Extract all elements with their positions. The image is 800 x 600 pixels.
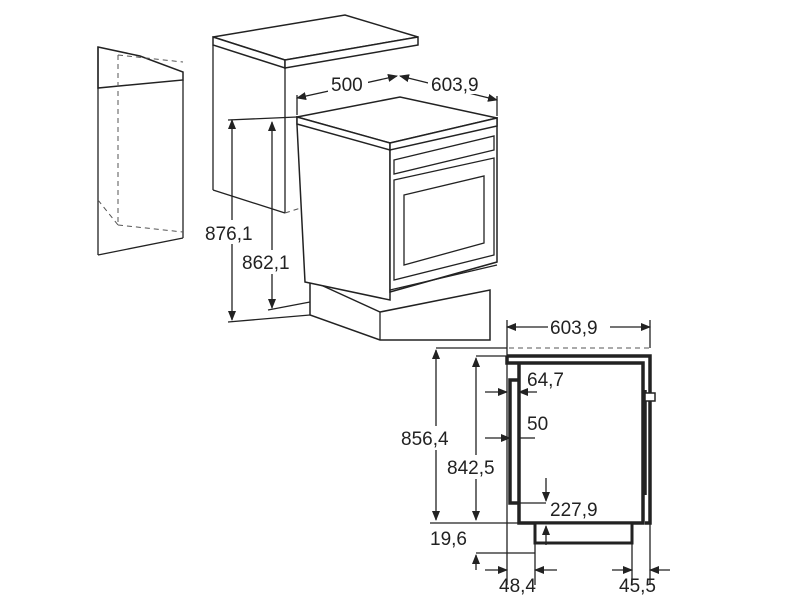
side-body-height-label: 842,5 — [447, 458, 495, 479]
cooker-iso — [296, 96, 498, 341]
plinth-height-label: 227,9 — [550, 500, 598, 521]
iso-width-label: 603,9 — [431, 75, 479, 96]
foot-clearance-label: 19,6 — [430, 529, 467, 550]
handle-depth-label: 50 — [527, 414, 548, 435]
iso-body-height-label: 862,1 — [242, 253, 290, 274]
handle-offset-label: 64,7 — [527, 370, 564, 391]
side-dimensions: 603,9 856,4 842,5 64,7 50 227,9 19,6 48,… — [400, 314, 670, 597]
left-cabinet — [97, 46, 184, 256]
iso-depth-label: 500 — [331, 75, 363, 96]
rear-setback-label: 45,5 — [619, 576, 656, 597]
iso-dimensions: 500 603,9 876,1 862,1 — [203, 72, 498, 323]
side-width-label: 603,9 — [550, 318, 598, 339]
right-cabinet — [212, 14, 419, 214]
iso-total-height-label: 876,1 — [205, 224, 253, 245]
front-setback-label: 48,4 — [499, 576, 536, 597]
side-total-height-label: 856,4 — [401, 429, 449, 450]
